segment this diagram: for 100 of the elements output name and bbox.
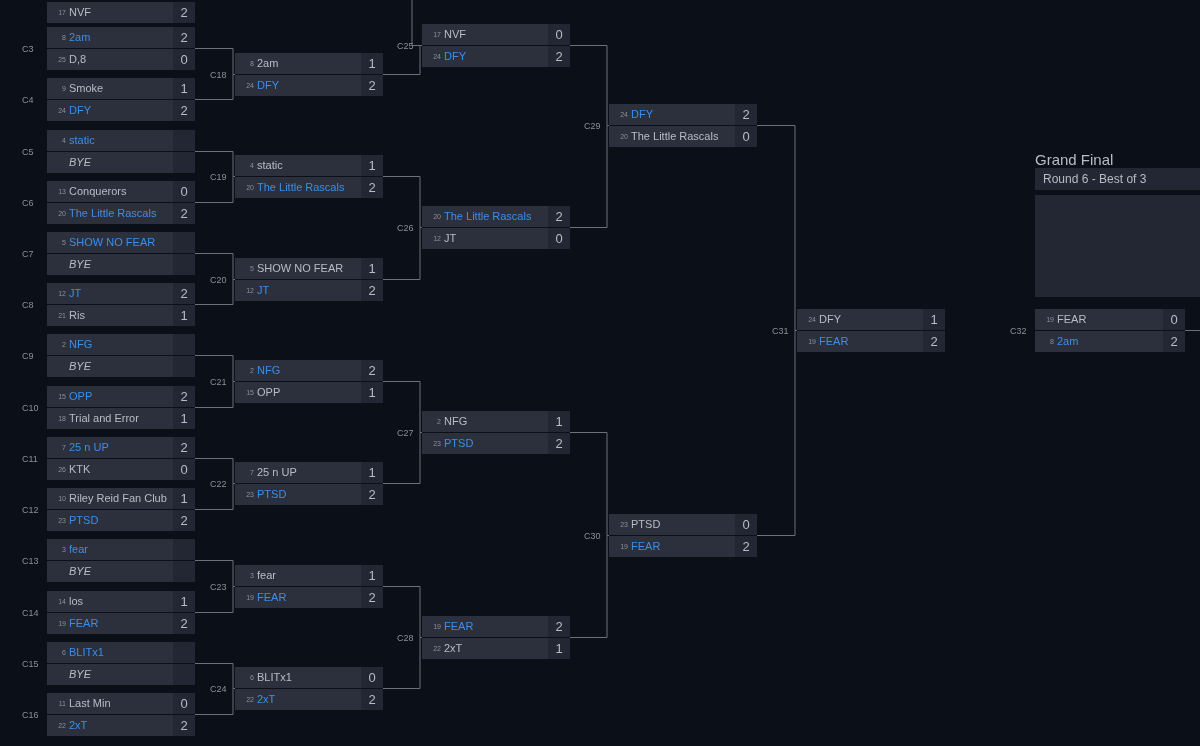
team-row bbox=[1035, 331, 1185, 352]
score-cell: 2 bbox=[735, 536, 757, 557]
match-number: C32 bbox=[1010, 324, 1027, 337]
team-row bbox=[47, 203, 195, 224]
score-cell: 2 bbox=[173, 510, 195, 531]
team-name: Smoke bbox=[69, 81, 104, 96]
team-row bbox=[47, 664, 195, 685]
team-row bbox=[1035, 309, 1185, 330]
score-cell: 1 bbox=[173, 488, 195, 509]
team-name: FEAR bbox=[257, 590, 287, 605]
bracket-line bbox=[194, 458, 236, 484]
team-row bbox=[422, 411, 570, 432]
bracket-line bbox=[382, 176, 423, 228]
team-name: 2xT bbox=[69, 718, 88, 733]
match-number: C7 bbox=[22, 247, 34, 260]
bracket-line bbox=[382, 586, 423, 638]
match-number: C10 bbox=[22, 401, 39, 414]
bracket-line bbox=[194, 663, 236, 689]
match-number: C31 bbox=[772, 324, 789, 337]
team-name: FEAR bbox=[819, 334, 849, 349]
team-row bbox=[609, 536, 757, 557]
team-row bbox=[47, 2, 195, 23]
match-number: C18 bbox=[210, 68, 227, 81]
match-number: C21 bbox=[210, 375, 227, 388]
team-row bbox=[47, 715, 195, 736]
team-name: 2am bbox=[1057, 334, 1079, 349]
team-name: 2am bbox=[69, 30, 91, 45]
team-row bbox=[47, 561, 195, 582]
team-name: NFG bbox=[444, 414, 468, 429]
team-name: SHOW NO FEAR bbox=[257, 261, 344, 276]
team-name: 25 n UP bbox=[257, 465, 297, 480]
bye-label: BYE bbox=[69, 564, 91, 579]
bracket-line bbox=[194, 151, 236, 177]
team-name: Riley Reid Fan Club bbox=[69, 491, 167, 506]
team-row bbox=[47, 232, 195, 253]
team-name: static bbox=[257, 158, 283, 173]
team-row bbox=[47, 539, 195, 560]
team-name: NVF bbox=[444, 27, 466, 42]
bracket-line bbox=[382, 227, 423, 280]
team-name: The Little Rascals bbox=[257, 180, 345, 195]
score-cell: 2 bbox=[173, 203, 195, 224]
team-row bbox=[422, 24, 570, 45]
team-name: static bbox=[69, 133, 95, 148]
team-row bbox=[797, 309, 945, 330]
bracket-line bbox=[194, 560, 236, 587]
bracket-line bbox=[194, 355, 236, 382]
team-name: los bbox=[69, 594, 84, 609]
score-cell: 2 bbox=[361, 587, 383, 608]
score-cell: 0 bbox=[173, 49, 195, 70]
team-name: 2xT bbox=[257, 692, 276, 707]
bracket-line bbox=[569, 45, 610, 126]
team-name: 2am bbox=[257, 56, 279, 71]
team-name: DFY bbox=[819, 312, 841, 327]
match-number: C30 bbox=[584, 529, 601, 542]
team-row bbox=[47, 356, 195, 377]
score-cell: 2 bbox=[548, 433, 570, 454]
team-row bbox=[47, 130, 195, 151]
team-row bbox=[47, 510, 195, 531]
team-name: PTSD bbox=[444, 436, 474, 451]
score-cell: 2 bbox=[361, 177, 383, 198]
score-cell: 2 bbox=[548, 616, 570, 637]
score-cell: 2 bbox=[173, 613, 195, 634]
team-row bbox=[47, 305, 195, 326]
team-name: PTSD bbox=[631, 517, 661, 532]
score-cell: 0 bbox=[548, 24, 570, 45]
match-number: C19 bbox=[210, 170, 227, 183]
score-cell: 2 bbox=[173, 27, 195, 48]
team-name: D,8 bbox=[69, 52, 87, 67]
team-row bbox=[47, 459, 195, 480]
team-row bbox=[235, 155, 383, 176]
score-cell: 0 bbox=[173, 459, 195, 480]
team-row bbox=[235, 360, 383, 381]
score-cell: 2 bbox=[735, 104, 757, 125]
team-name: JT bbox=[257, 283, 270, 298]
team-name: Last Min bbox=[69, 696, 111, 711]
team-row bbox=[47, 488, 195, 509]
team-row bbox=[235, 75, 383, 96]
team-row bbox=[47, 283, 195, 304]
team-row bbox=[235, 689, 383, 710]
score-cell: 1 bbox=[548, 411, 570, 432]
team-row bbox=[422, 46, 570, 67]
match-number: C14 bbox=[22, 606, 39, 619]
team-row bbox=[47, 152, 195, 173]
team-name: NVF bbox=[69, 5, 91, 20]
team-row bbox=[47, 181, 195, 202]
team-name: Conquerors bbox=[69, 184, 127, 199]
team-name: FEAR bbox=[69, 616, 99, 631]
team-name: DFY bbox=[257, 78, 279, 93]
score-cell: 1 bbox=[361, 258, 383, 279]
score-cell: 2 bbox=[173, 715, 195, 736]
score-cell: 1 bbox=[548, 638, 570, 659]
team-name: 2xT bbox=[444, 641, 463, 656]
team-name: The Little Rascals bbox=[69, 206, 157, 221]
score-cell: 0 bbox=[361, 667, 383, 688]
match-number: C5 bbox=[22, 145, 34, 158]
team-name: OPP bbox=[69, 389, 93, 404]
match-number: C27 bbox=[397, 426, 414, 439]
score-cell: 2 bbox=[1163, 331, 1185, 352]
bye-label: BYE bbox=[69, 257, 91, 272]
score-cell: 1 bbox=[173, 591, 195, 612]
